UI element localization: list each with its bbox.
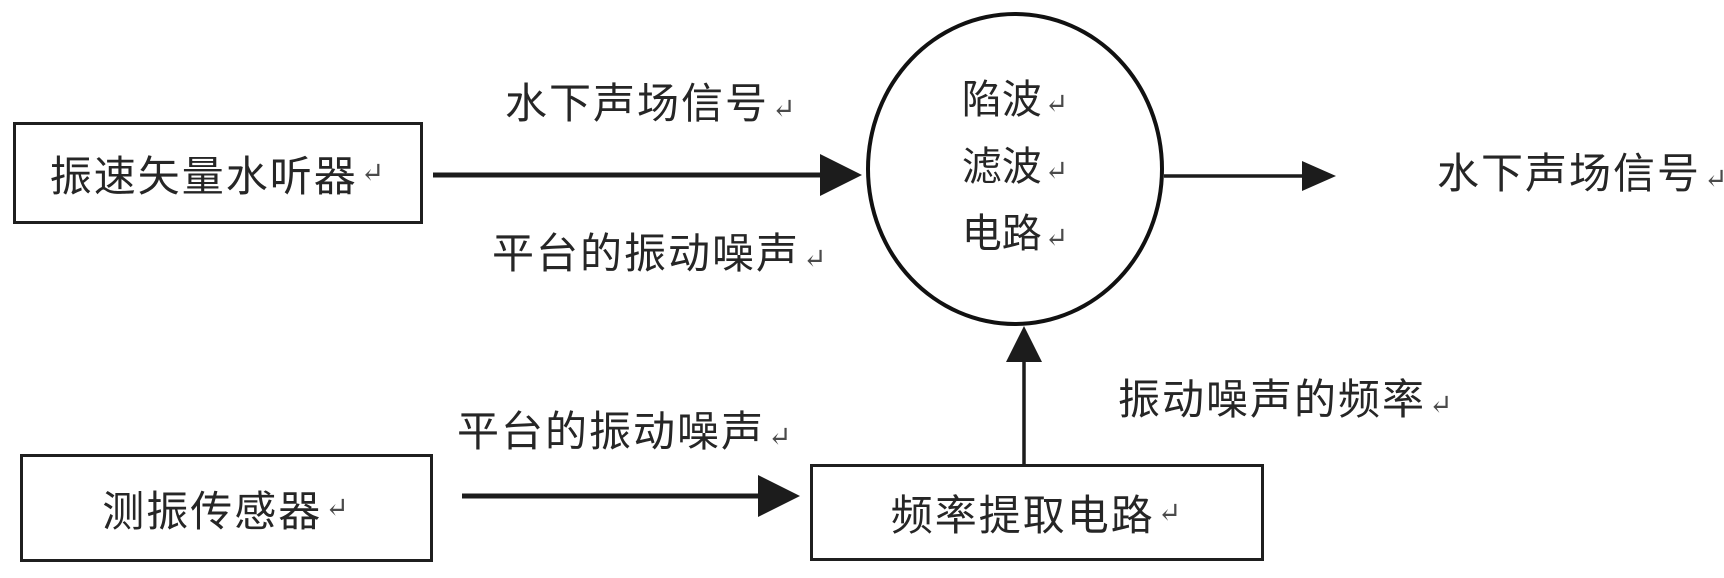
node-notch-filter-line1: 陷波↵ xyxy=(961,76,1069,122)
return-mark-icon: ↵ xyxy=(1044,155,1069,187)
return-mark-icon: ↵ xyxy=(768,422,794,453)
edge-label-underwater-signal-in: 水下声场信号↵ xyxy=(505,82,798,128)
return-mark-icon: ↵ xyxy=(803,244,829,275)
return-mark-icon: ↵ xyxy=(1044,88,1069,120)
node-vibration-sensor: 测振传感器↵ xyxy=(20,454,433,562)
return-mark-icon: ↵ xyxy=(1157,497,1184,529)
arrow-sensor-to-frequency-extraction xyxy=(462,475,800,517)
edge-label-platform-noise-top: 平台的振动噪声↵ xyxy=(492,232,829,278)
node-frequency-extraction-label: 频率提取电路 xyxy=(890,494,1155,540)
node-notch-filter-line2: 滤波↵ xyxy=(961,143,1069,189)
node-frequency-extraction: 频率提取电路↵ xyxy=(810,464,1264,561)
node-notch-filter: 陷波↵ 滤波↵ 电路↵ xyxy=(866,12,1164,326)
return-mark-icon: ↵ xyxy=(1044,222,1069,254)
arrow-notch-filter-output xyxy=(1164,161,1336,191)
edge-label-platform-noise-bottom: 平台的振动噪声↵ xyxy=(457,410,794,456)
node-vibration-sensor-label: 测振传感器 xyxy=(102,489,323,536)
return-mark-icon: ↵ xyxy=(325,493,351,524)
arrow-hydrophone-to-notch-filter xyxy=(433,154,862,196)
return-mark-icon: ↵ xyxy=(1429,390,1455,421)
edge-label-underwater-signal-out: 水下声场信号↵ xyxy=(1437,140,1724,201)
node-notch-filter-line3: 电路↵ xyxy=(961,210,1069,256)
return-mark-icon: ↵ xyxy=(1704,164,1724,195)
node-hydrophone-label: 振速矢量水听器 xyxy=(49,154,358,201)
edge-label-vibration-noise-frequency: 振动噪声的频率↵ xyxy=(1118,378,1455,424)
arrow-frequency-extraction-to-notch-filter xyxy=(1006,326,1042,464)
return-mark-icon: ↵ xyxy=(360,158,387,189)
return-mark-icon: ↵ xyxy=(772,94,798,125)
node-hydrophone: 振速矢量水听器↵ xyxy=(13,122,423,224)
